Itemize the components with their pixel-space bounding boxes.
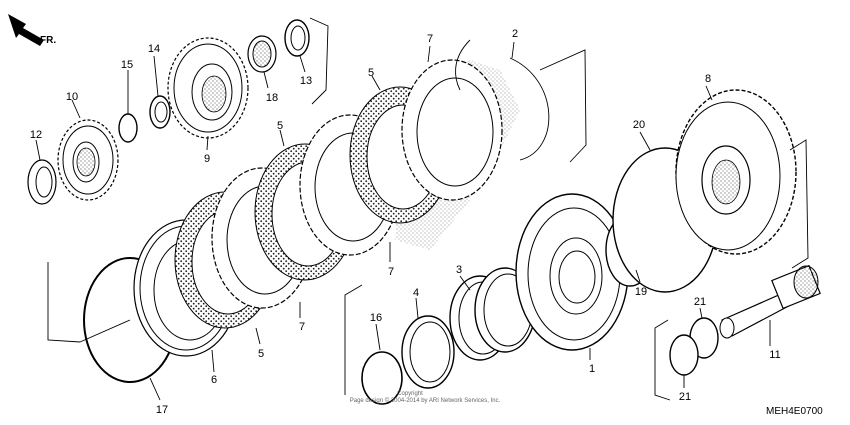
bracket-21	[654, 319, 671, 401]
copyright-line-1: Copyright	[397, 391, 423, 397]
callout-8[interactable]: 8	[705, 73, 711, 85]
front-direction-arrow-icon	[8, 14, 44, 46]
part-9-gear	[167, 37, 249, 139]
part-1-piston	[515, 193, 629, 351]
part-7-plate-upper	[401, 59, 503, 201]
bracket-16-4	[344, 284, 363, 395]
bracket-17	[47, 262, 81, 343]
callout-20[interactable]: 20	[633, 119, 645, 131]
callout-7-lower[interactable]: 7	[299, 321, 305, 333]
part-14-washer	[149, 95, 171, 129]
callout-14[interactable]: 14	[148, 43, 160, 55]
part-8-clutch-drum	[675, 89, 797, 255]
bracket-17-link	[79, 319, 131, 343]
callout-5-middle[interactable]: 5	[277, 120, 283, 132]
callout-21-upper[interactable]: 21	[694, 296, 706, 308]
leader-lines	[35, 41, 771, 401]
callout-9[interactable]: 9	[204, 153, 210, 165]
front-direction-label: FR.	[40, 35, 56, 46]
callout-6[interactable]: 6	[211, 374, 217, 386]
part-15-circlip	[118, 113, 138, 143]
part-3-seal	[449, 267, 536, 361]
callout-13[interactable]: 13	[300, 75, 312, 87]
callout-1[interactable]: 1	[589, 363, 595, 375]
part-10-gear	[57, 119, 119, 201]
part-16-ring	[361, 351, 403, 405]
callout-2[interactable]: 2	[512, 28, 518, 40]
callout-17[interactable]: 17	[156, 404, 168, 416]
part-4-seal	[401, 315, 455, 389]
part-18-needle-bearing	[247, 35, 277, 73]
callout-21-lower[interactable]: 21	[679, 391, 691, 403]
callout-5-upper[interactable]: 5	[368, 67, 374, 79]
callout-16[interactable]: 16	[370, 312, 382, 324]
part-13-washer	[284, 19, 310, 57]
part-12-washer	[27, 159, 57, 205]
callout-10[interactable]: 10	[66, 91, 78, 103]
callout-4[interactable]: 4	[413, 287, 419, 299]
callout-18[interactable]: 18	[266, 92, 278, 104]
part-21-ring-lower	[669, 334, 699, 376]
callout-11[interactable]: 11	[769, 349, 780, 361]
callout-3[interactable]: 3	[456, 264, 462, 276]
bracket-2	[539, 49, 587, 163]
callout-19[interactable]: 19	[635, 286, 647, 298]
callout-5-lower[interactable]: 5	[258, 348, 264, 360]
part-11-shaft	[719, 264, 821, 339]
callout-7-upper[interactable]: 7	[427, 33, 433, 45]
callout-7-middle[interactable]: 7	[388, 266, 394, 278]
bracket-13	[309, 17, 329, 105]
diagram-code: MEH4E0700	[766, 406, 823, 417]
part-2-snap-ring	[455, 39, 550, 161]
callout-12[interactable]: 12	[30, 129, 42, 141]
bracket-8	[789, 139, 809, 269]
callout-15[interactable]: 15	[121, 59, 133, 71]
copyright-line-2: Page design © 2004-2014 by ARI Network S…	[350, 397, 501, 404]
